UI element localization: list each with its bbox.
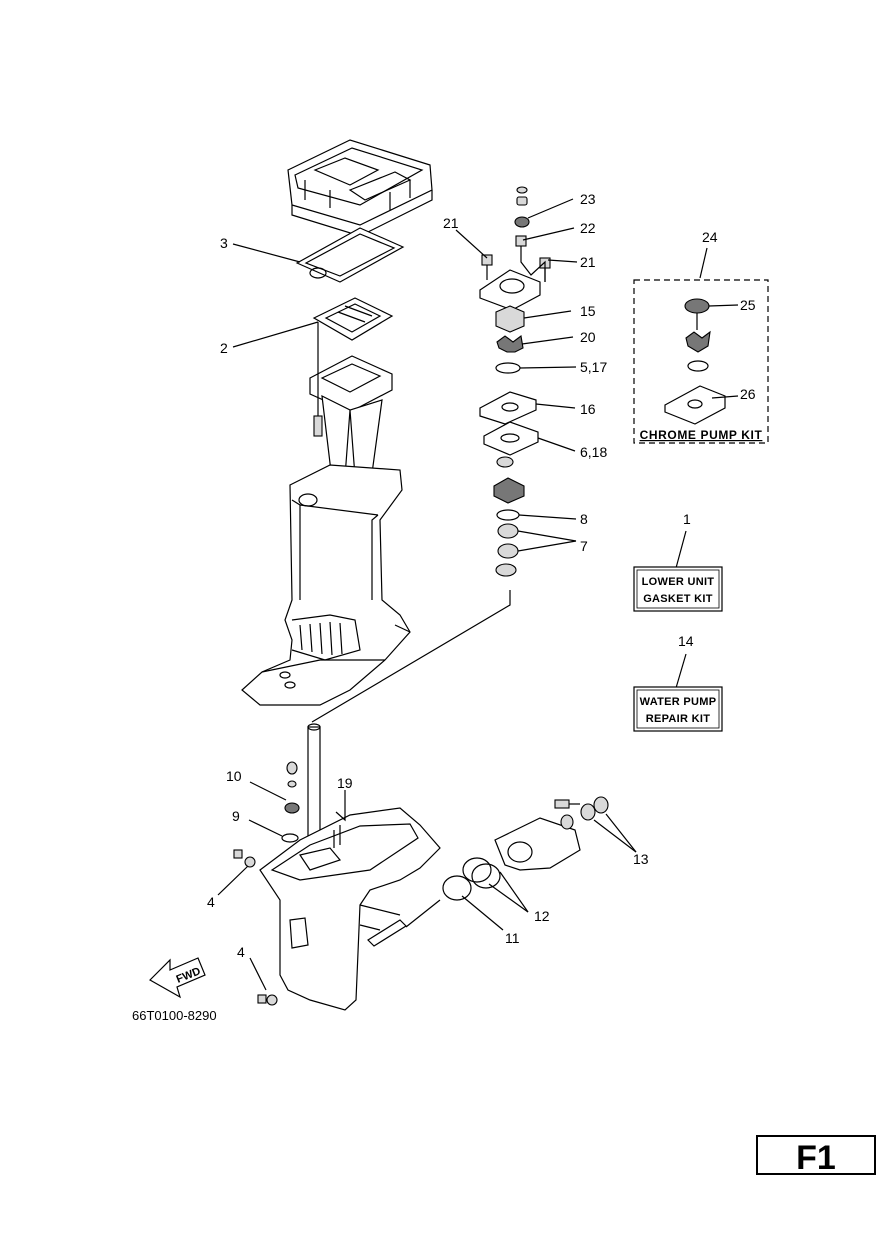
gasket-2 <box>312 297 394 341</box>
kit-label-water-pump-line1: WATER PUMP <box>640 696 717 708</box>
water-pump-repair-kit-box: WATER PUMP REPAIR KIT <box>633 686 723 732</box>
callout-1: 1 <box>683 511 691 527</box>
leader-lines <box>217 198 739 991</box>
callout-21b: 21 <box>580 254 596 270</box>
callout-13: 13 <box>633 851 649 867</box>
bearing-housing <box>442 796 609 901</box>
callout-6-18: 6,18 <box>580 444 607 460</box>
diagram-part-number: 66T0100-8290 <box>132 1008 217 1023</box>
callout-15: 15 <box>580 303 596 319</box>
callout-7: 7 <box>580 538 588 554</box>
callout-5-17: 5,17 <box>580 359 607 375</box>
callout-4a: 4 <box>207 894 215 910</box>
callout-10: 10 <box>226 768 242 784</box>
callout-3: 3 <box>220 235 228 251</box>
callout-24: 24 <box>702 229 718 245</box>
callout-25: 25 <box>740 297 756 313</box>
callout-20: 20 <box>580 329 596 345</box>
page-code: F1 <box>796 1139 836 1177</box>
fwd-arrow-icon: FWD <box>149 957 206 999</box>
lower-casing <box>233 761 441 1011</box>
callout-8: 8 <box>580 511 588 527</box>
kit-label-lower-unit-line2: GASKET KIT <box>643 593 713 605</box>
callout-12: 12 <box>534 908 550 924</box>
callout-16: 16 <box>580 401 596 417</box>
lower-unit-gasket-kit-box: LOWER UNIT GASKET KIT <box>633 566 723 612</box>
callout-19: 19 <box>337 775 353 791</box>
kit-label-lower-unit-line1: LOWER UNIT <box>642 576 715 588</box>
gasket-3 <box>295 227 405 283</box>
callout-4b: 4 <box>237 944 245 960</box>
callout-9: 9 <box>232 808 240 824</box>
callout-11: 11 <box>505 930 520 946</box>
callout-numbers: 3 2 21 23 22 21 15 20 5,17 16 6,18 8 7 2… <box>207 191 756 960</box>
callout-23: 23 <box>580 191 596 207</box>
water-pump-parts <box>479 186 551 577</box>
upper-casing <box>241 464 411 706</box>
callout-14: 14 <box>678 633 694 649</box>
chrome-pump-kit-box <box>633 279 769 444</box>
kit-label-water-pump-line2: REPAIR KIT <box>646 713 711 725</box>
propeller-shaft <box>367 919 407 947</box>
upper-mount-bracket <box>287 139 433 237</box>
callout-22: 22 <box>580 220 596 236</box>
callout-2: 2 <box>220 340 228 356</box>
page-code-box: F1 <box>756 1135 876 1177</box>
callout-26: 26 <box>740 386 756 402</box>
callout-21a: 21 <box>443 215 459 231</box>
chrome-pump-kit-label: CHROME PUMP KIT <box>640 428 763 442</box>
